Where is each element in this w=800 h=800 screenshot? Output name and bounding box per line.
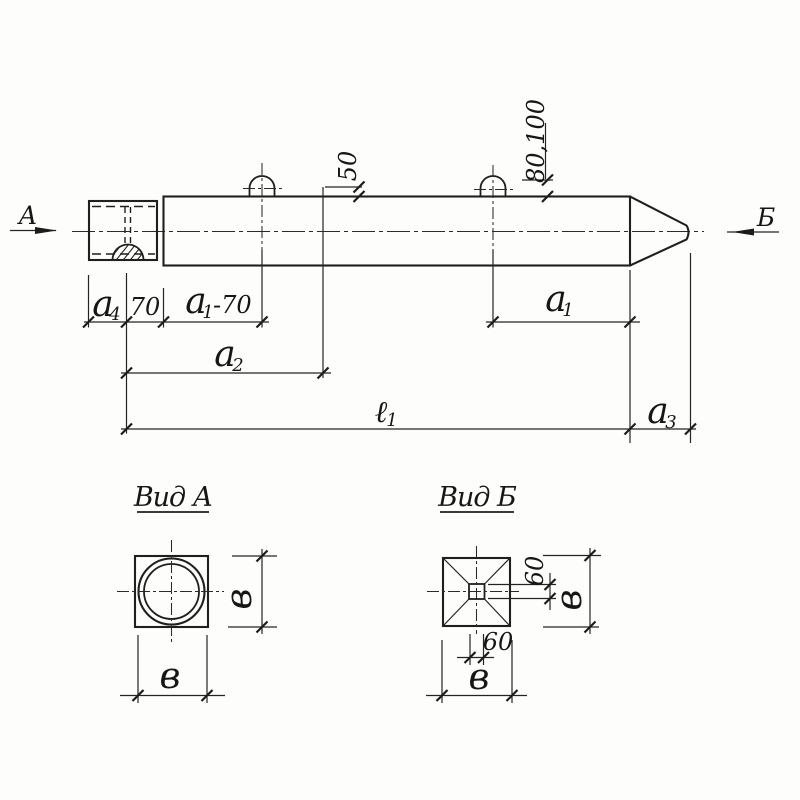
dim-a4-label: a 4 (92, 284, 120, 325)
dim-a3-label: a 3 (647, 391, 676, 433)
svg-text:a: a (214, 334, 235, 375)
dim-a2-label: a 2 (214, 334, 243, 376)
view-a-width-label-bottom: в (160, 656, 181, 697)
dimension-ticks (82, 315, 697, 436)
lifting-loop-2 (474, 165, 514, 250)
view-b-dim60-vertical-label: 60 (521, 556, 549, 587)
extension-lines (87, 187, 692, 443)
view-b-dimensions (426, 548, 601, 703)
view-a-width-label-right: в (219, 589, 260, 610)
dim-a1-label: a 1 (545, 279, 573, 321)
dim-80-100-lines (522, 123, 554, 203)
svg-text:4: 4 (108, 304, 120, 325)
pile-body-outline (162, 195, 690, 267)
dim-50-lines (325, 180, 366, 203)
svg-text:a: a (185, 281, 206, 322)
svg-text:1: 1 (386, 410, 397, 431)
svg-text:a: a (92, 284, 113, 325)
svg-text:a: a (647, 391, 668, 432)
svg-text:1: 1 (202, 302, 213, 323)
lifting-loop-1 (243, 163, 283, 250)
svg-text:ℓ: ℓ (375, 395, 388, 430)
view-arrow-a (10, 227, 57, 234)
svg-text:2: 2 (231, 355, 243, 376)
dim-80-100-label: 80,100 (522, 99, 550, 183)
view-arrow-b (727, 228, 779, 236)
view-b-width-label-right: в (549, 590, 590, 611)
view-a-outline (117, 540, 224, 644)
svg-text:3: 3 (665, 412, 676, 433)
view-b-outline (427, 546, 519, 634)
svg-text:1: 1 (562, 300, 573, 321)
view-a-title: Вид А (133, 482, 212, 513)
dimension-lines (84, 321, 696, 430)
dim-l1-label: ℓ 1 (375, 395, 398, 431)
svg-text:a: a (545, 279, 566, 320)
dim-70-label: 70 (130, 293, 161, 321)
view-arrow-a-label: А (17, 201, 38, 230)
svg-text:-70: -70 (213, 291, 252, 319)
dim-a1-70-label: a 1 -70 (185, 281, 251, 323)
view-b-dim60-horizontal-label: 60 (483, 628, 514, 656)
dim-50-label: 50 (334, 151, 362, 182)
view-arrow-b-label: Б (756, 203, 775, 232)
view-a-dimensions (120, 549, 277, 703)
view-b-width-label-bottom: в (469, 657, 490, 698)
view-b-title: Вид Б (437, 482, 517, 513)
